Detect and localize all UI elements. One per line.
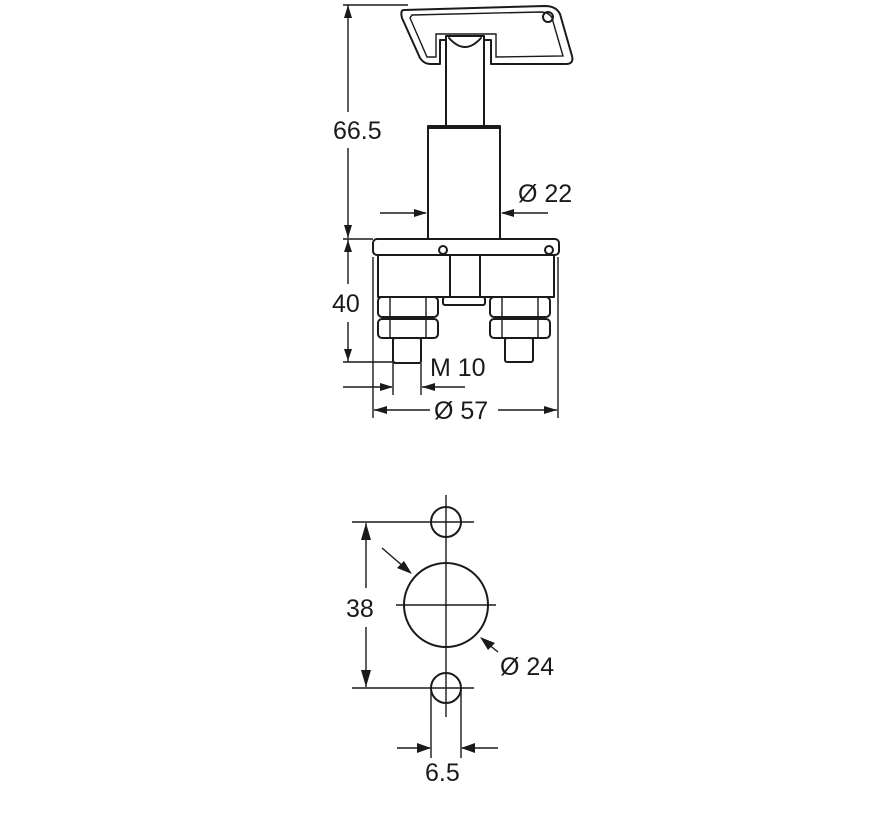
dim-label-d22: Ø 22 (518, 180, 572, 208)
dim-center-hole-diameter: Ø 24 (381, 547, 554, 681)
terminal-left (377, 296, 439, 364)
dim-overall-height: 66.5 (333, 4, 408, 238)
dim-label-40: 40 (332, 290, 360, 318)
dim-label-66-5: 66.5 (333, 117, 382, 145)
dim-label-6-5: 6.5 (425, 759, 460, 787)
dim-label-38: 38 (346, 595, 374, 623)
terminal-right (489, 296, 551, 363)
mounting-view: 38 Ø 24 6.5 (346, 495, 554, 787)
dim-body-diameter: Ø 57 (372, 257, 559, 425)
dim-label-d24: Ø 24 (500, 653, 554, 681)
key-stem (445, 35, 485, 127)
side-view: 66.5 Ø 22 40 M 10 (332, 4, 574, 425)
shaft (427, 125, 501, 240)
dim-label-m10: M 10 (430, 354, 486, 382)
dim-body-height: 40 (332, 238, 395, 363)
switch-body (372, 238, 560, 306)
dim-label-d57: Ø 57 (434, 397, 488, 425)
dim-shaft-diameter: Ø 22 (380, 180, 572, 217)
dim-terminal-thread: M 10 (343, 354, 486, 395)
dim-fixing-hole-diameter: 6.5 (397, 690, 498, 787)
dim-hole-spacing: 38 (346, 523, 374, 687)
key-ring-hole (542, 11, 554, 23)
key-handle (400, 5, 574, 65)
